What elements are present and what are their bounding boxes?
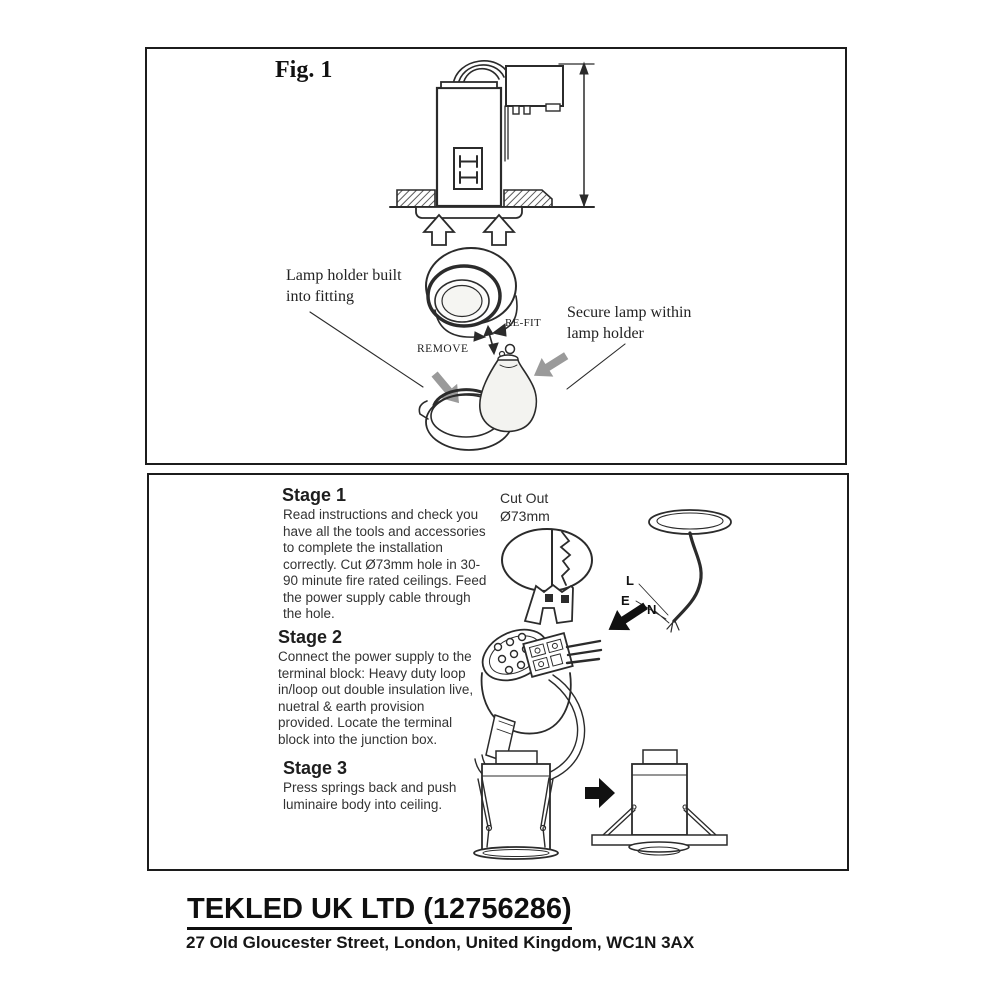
install-arrow-icon	[585, 778, 615, 808]
label-remove: REMOVE	[417, 343, 469, 355]
feed-arrow-icon	[608, 602, 648, 631]
luminaire-installed	[591, 749, 728, 856]
label-refit: RE-FIT	[505, 317, 542, 329]
stage-3-body: Press springs back and push luminaire bo…	[283, 780, 457, 812]
leader-line-right	[566, 343, 626, 390]
ceiling-section	[389, 189, 595, 219]
label-secure-lamp: Secure lamp within lamp holder	[567, 304, 692, 342]
cutout-label: Cut Out Ø73mm	[500, 490, 550, 524]
company-name: TEKLED UK LTD (12756286)	[187, 893, 572, 930]
junction-box	[505, 65, 564, 115]
remove-arrow-icon	[434, 309, 487, 342]
up-arrow-icon	[422, 213, 456, 246]
figure-1-panel: Fig. 1 Lamp holder built into fitting Se…	[145, 47, 847, 465]
push-arrow-icon	[533, 352, 569, 377]
stages-diagram	[473, 509, 732, 860]
figure-title: Fig. 1	[275, 57, 333, 83]
wire-label-earth: E	[621, 593, 630, 608]
luminaire-springs-up	[473, 750, 559, 860]
ceiling-hole-cable	[635, 509, 732, 633]
stages-panel: Stage 1 Read instructions and check you …	[147, 473, 849, 871]
wire-label-live: L	[626, 573, 634, 588]
dimension-line	[558, 61, 595, 208]
twist-double-arrow-icon	[483, 324, 499, 356]
up-arrow-icon	[482, 213, 516, 246]
cutout-disc	[501, 528, 593, 626]
stage-1-body: Read instructions and check you have all…	[283, 507, 487, 621]
refit-arrow-icon	[491, 295, 518, 337]
label-lamp-holder: Lamp holder built into fitting	[286, 267, 402, 305]
stage-2-heading: Stage 2	[278, 627, 343, 647]
stage-3-heading: Stage 3	[283, 758, 348, 778]
stage-1-heading: Stage 1	[282, 485, 347, 505]
luminaire-can	[435, 81, 509, 208]
figure-1-diagram	[309, 60, 626, 451]
stage-2-body: Connect the power supply to the terminal…	[278, 649, 474, 747]
leader-line-left	[309, 311, 424, 388]
company-address: 27 Old Gloucester Street, London, United…	[186, 933, 695, 952]
lamp-bulb	[479, 343, 538, 433]
wire-label-neutral: N	[647, 602, 657, 617]
lamp-holder-ring	[425, 247, 517, 328]
